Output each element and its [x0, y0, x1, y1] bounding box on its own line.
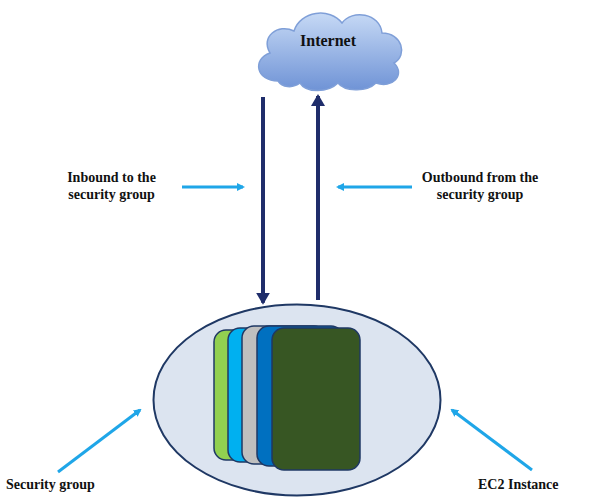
- security-group: Security group: [152, 303, 442, 497]
- internet-cloud: Internet: [248, 3, 408, 93]
- flow-label: Inbound to the security group: [44, 170, 179, 204]
- cloud-label: Internet: [248, 31, 408, 50]
- leader-arrow: [182, 186, 243, 189]
- security-group-ellipse: [154, 305, 441, 496]
- group-label: Security group: [6, 477, 136, 494]
- leader-arrow: [452, 410, 532, 470]
- callout-label: EC2 Instance: [478, 477, 588, 494]
- flow-arrow: [316, 96, 320, 300]
- leader-arrow: [58, 410, 140, 472]
- cloud-shape: [259, 13, 402, 90]
- flow-label: Outbound from the security group: [414, 170, 546, 204]
- flow-arrow: [261, 97, 265, 303]
- ellipse-outline: [152, 303, 442, 497]
- leader-arrow: [338, 186, 412, 189]
